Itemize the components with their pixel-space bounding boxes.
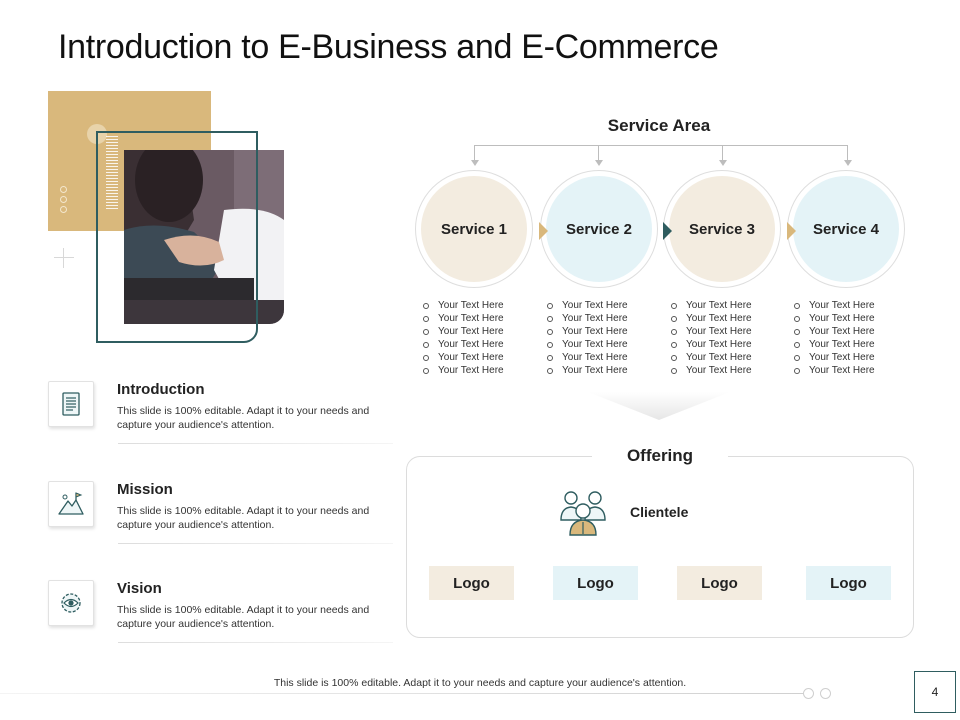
decorative-dots bbox=[60, 186, 68, 216]
info-text: This slide is 100% editable. Adapt it to… bbox=[117, 405, 370, 431]
service-3-bullets: Your Text Here Your Text Here Your Text … bbox=[669, 299, 779, 377]
list-item: Your Text Here bbox=[545, 325, 655, 338]
info-text: This slide is 100% editable. Adapt it to… bbox=[117, 604, 370, 630]
info-text: This slide is 100% editable. Adapt it to… bbox=[117, 505, 370, 531]
service-connector bbox=[470, 145, 852, 167]
logo-placeholder: Logo bbox=[553, 566, 638, 600]
list-item: Your Text Here bbox=[421, 338, 531, 351]
service-2-bullets: Your Text Here Your Text Here Your Text … bbox=[545, 299, 655, 377]
list-item: Your Text Here bbox=[545, 364, 655, 377]
info-item-vision: Vision This slide is 100% editable. Adap… bbox=[48, 580, 393, 650]
list-item: Your Text Here bbox=[421, 351, 531, 364]
list-item: Your Text Here bbox=[792, 299, 902, 312]
list-item: Your Text Here bbox=[669, 338, 779, 351]
divider bbox=[118, 443, 393, 444]
plus-icon bbox=[54, 248, 74, 268]
offering-title: Offering bbox=[592, 446, 728, 466]
service-label: Service 4 bbox=[793, 176, 899, 282]
list-item: Your Text Here bbox=[545, 312, 655, 325]
list-item: Your Text Here bbox=[421, 364, 531, 377]
list-item: Your Text Here bbox=[669, 312, 779, 325]
info-title: Introduction bbox=[117, 381, 205, 398]
document-icon bbox=[48, 381, 94, 427]
list-item: Your Text Here bbox=[669, 325, 779, 338]
offering-panel bbox=[406, 456, 914, 638]
list-item: Your Text Here bbox=[545, 338, 655, 351]
people-group-icon bbox=[556, 484, 610, 538]
list-item: Your Text Here bbox=[669, 299, 779, 312]
service-1-circle: Service 1 bbox=[415, 170, 533, 288]
info-item-introduction: Introduction This slide is 100% editable… bbox=[48, 381, 393, 451]
chevron-right-icon bbox=[787, 222, 796, 240]
list-item: Your Text Here bbox=[421, 325, 531, 338]
list-item: Your Text Here bbox=[545, 299, 655, 312]
list-item: Your Text Here bbox=[792, 338, 902, 351]
list-item: Your Text Here bbox=[545, 351, 655, 364]
list-item: Your Text Here bbox=[792, 312, 902, 325]
mountain-flag-icon bbox=[48, 481, 94, 527]
logo-placeholder: Logo bbox=[806, 566, 891, 600]
info-item-mission: Mission This slide is 100% editable. Ada… bbox=[48, 481, 393, 551]
decorative-dot bbox=[803, 688, 814, 699]
list-item: Your Text Here bbox=[792, 325, 902, 338]
logo-placeholder: Logo bbox=[677, 566, 762, 600]
list-item: Your Text Here bbox=[669, 364, 779, 377]
gear-eye-icon bbox=[48, 580, 94, 626]
decorative-stripes bbox=[106, 136, 118, 210]
divider bbox=[118, 642, 393, 643]
divider bbox=[118, 543, 393, 544]
service-4-bullets: Your Text Here Your Text Here Your Text … bbox=[792, 299, 902, 377]
footer-note: This slide is 100% editable. Adapt it to… bbox=[273, 677, 687, 689]
list-item: Your Text Here bbox=[669, 351, 779, 364]
footer-line bbox=[0, 693, 805, 694]
service-3-circle: Service 3 bbox=[663, 170, 781, 288]
chevron-right-icon bbox=[539, 222, 548, 240]
list-item: Your Text Here bbox=[421, 299, 531, 312]
list-item: Your Text Here bbox=[792, 351, 902, 364]
decorative-dot bbox=[820, 688, 831, 699]
clientele-label: Clientele bbox=[630, 504, 689, 520]
handshake-image bbox=[124, 150, 284, 324]
service-1-bullets: Your Text Here Your Text Here Your Text … bbox=[421, 299, 531, 377]
list-item: Your Text Here bbox=[421, 312, 531, 325]
page-number: 4 bbox=[914, 671, 956, 713]
service-2-circle: Service 2 bbox=[540, 170, 658, 288]
slide-title: Introduction to E-Business and E-Commerc… bbox=[58, 28, 719, 66]
service-label: Service 3 bbox=[669, 176, 775, 282]
service-label: Service 2 bbox=[546, 176, 652, 282]
handshake-photo bbox=[124, 150, 284, 324]
logo-placeholder: Logo bbox=[429, 566, 514, 600]
service-4-circle: Service 4 bbox=[787, 170, 905, 288]
funnel-arrow bbox=[588, 392, 730, 420]
service-area-title: Service Area bbox=[607, 116, 711, 135]
chevron-right-icon bbox=[663, 222, 672, 240]
photo-frame bbox=[96, 131, 258, 343]
info-title: Vision bbox=[117, 580, 162, 597]
info-title: Mission bbox=[117, 481, 173, 498]
service-label: Service 1 bbox=[421, 176, 527, 282]
list-item: Your Text Here bbox=[792, 364, 902, 377]
